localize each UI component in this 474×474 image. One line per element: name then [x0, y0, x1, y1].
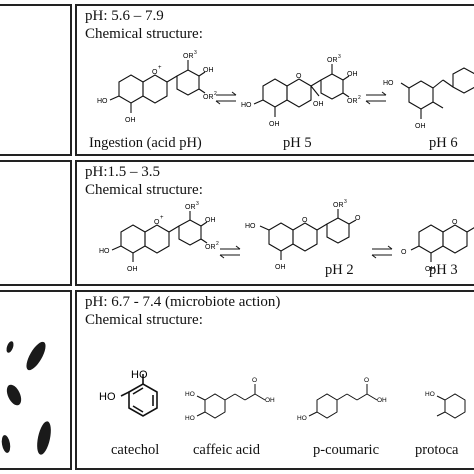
compound-label: p-coumaric [313, 442, 380, 458]
atom-label: 3 [338, 54, 341, 60]
stage-label: pH 2 [325, 262, 354, 278]
atom-label: OR [185, 204, 196, 211]
atom-label: HO [297, 415, 307, 422]
atom-label: OH [125, 117, 136, 124]
stage-label: Ingestion (acid pH) [89, 135, 202, 151]
atom-label: OR [203, 94, 214, 101]
stage-label: pH 3 [429, 262, 458, 278]
left-panel-2 [0, 160, 72, 286]
stage-label: pH 6 [429, 135, 458, 151]
atom-label: O [401, 249, 407, 256]
atom-label: + [158, 65, 162, 71]
atom-label: OH [425, 266, 436, 273]
atom-label: 3 [194, 50, 197, 56]
atom-label: HO [185, 391, 195, 398]
atom-label: OH [377, 397, 387, 404]
left-panel-1 [0, 4, 72, 156]
bacteria-illustration [1, 341, 51, 455]
stage-panel-1: pH: 5.6 – 7.9 Chemical structure: HO OH … [75, 4, 474, 156]
atom-label: OR [333, 202, 344, 209]
caffeic-acid-structure: HO HO O OH [185, 377, 275, 422]
atom-label: OH [275, 264, 286, 271]
atom-label: O [252, 377, 257, 384]
compound-label: protoca [415, 442, 459, 458]
flavylium-cation-structure: HO OH O + OR 3 OH OR 2 [97, 50, 217, 124]
atom-label: O [364, 377, 369, 384]
atom-label: OR [205, 244, 216, 251]
atom-label: OH [269, 121, 280, 128]
ph-range-label: pH: 6.7 - 7.4 (microbiote action) [85, 294, 281, 310]
compound-label: caffeic acid [193, 442, 260, 458]
ph-range-label: pH: 5.6 – 7.9 [85, 8, 164, 24]
atom-label: OH [127, 266, 138, 273]
chalcone-structure: HO OH [383, 67, 474, 130]
atom-label: O [154, 219, 160, 226]
equilibrium-arrow [215, 91, 237, 105]
chemical-structure-heading: Chemical structure: [85, 26, 203, 42]
atom-label: HO [241, 102, 252, 109]
atom-label: HO [99, 248, 110, 255]
stage-panel-3: pH: 6.7 - 7.4 (microbiote action) Chemic… [75, 290, 474, 470]
atom-label: OH [265, 397, 275, 404]
quinoidal-base-structure: HO OH O OR 3 O [245, 199, 361, 271]
flavylium-cation-structure: HO OH O + OR 3 OH OR 2 [99, 201, 219, 273]
compound-label: catechol [111, 442, 160, 458]
p-coumaric-acid-structure: HO O OH [297, 377, 387, 422]
chemical-structure-heading: Chemical structure: [85, 182, 203, 198]
atom-label: 2 [214, 91, 217, 97]
atom-label: OH [205, 217, 216, 224]
atom-label: O [452, 219, 458, 226]
atom-label: HO [99, 391, 116, 403]
atom-label: HO [245, 223, 256, 230]
equilibrium-arrow [219, 245, 241, 259]
chemical-structure-heading: Chemical structure: [85, 312, 203, 328]
atom-label: HO [185, 415, 195, 422]
carbinol-pseudobase-structure: HO OH O OH OR 3 OH OR 2 [241, 54, 361, 128]
atom-label: O [302, 217, 308, 224]
atom-label: OR [347, 98, 358, 105]
atom-label: OH [415, 123, 426, 130]
atom-label: 2 [216, 241, 219, 247]
protocatechuic-acid-structure: HO [425, 391, 466, 419]
anionic-quinoidal-base-structure: O OH O [401, 219, 474, 273]
atom-label: HO [383, 80, 394, 87]
left-panel-bacteria [0, 290, 72, 470]
atom-label: 2 [358, 95, 361, 101]
equilibrium-arrow [371, 245, 393, 259]
atom-label: HO [131, 369, 148, 381]
stage-label: pH 5 [283, 135, 312, 151]
equilibrium-arrow [365, 91, 387, 105]
atom-label: OR [183, 53, 194, 60]
ph-range-label: pH:1.5 – 3.5 [85, 164, 160, 180]
atom-label: OH [347, 71, 358, 78]
atom-label: O [355, 215, 361, 222]
catechol-structure: HO HO [99, 369, 158, 417]
atom-label: 3 [344, 199, 347, 205]
atom-label: + [160, 215, 164, 221]
atom-label: 3 [196, 201, 199, 207]
atom-label: O [152, 69, 158, 76]
atom-label: HO [425, 391, 435, 398]
atom-label: OH [313, 101, 324, 108]
atom-label: OH [203, 67, 214, 74]
stage-panel-2: pH:1.5 – 3.5 Chemical structure: HO OH O… [75, 160, 474, 286]
atom-label: OR [327, 57, 338, 64]
atom-label: HO [97, 98, 108, 105]
atom-label: O [296, 73, 302, 80]
